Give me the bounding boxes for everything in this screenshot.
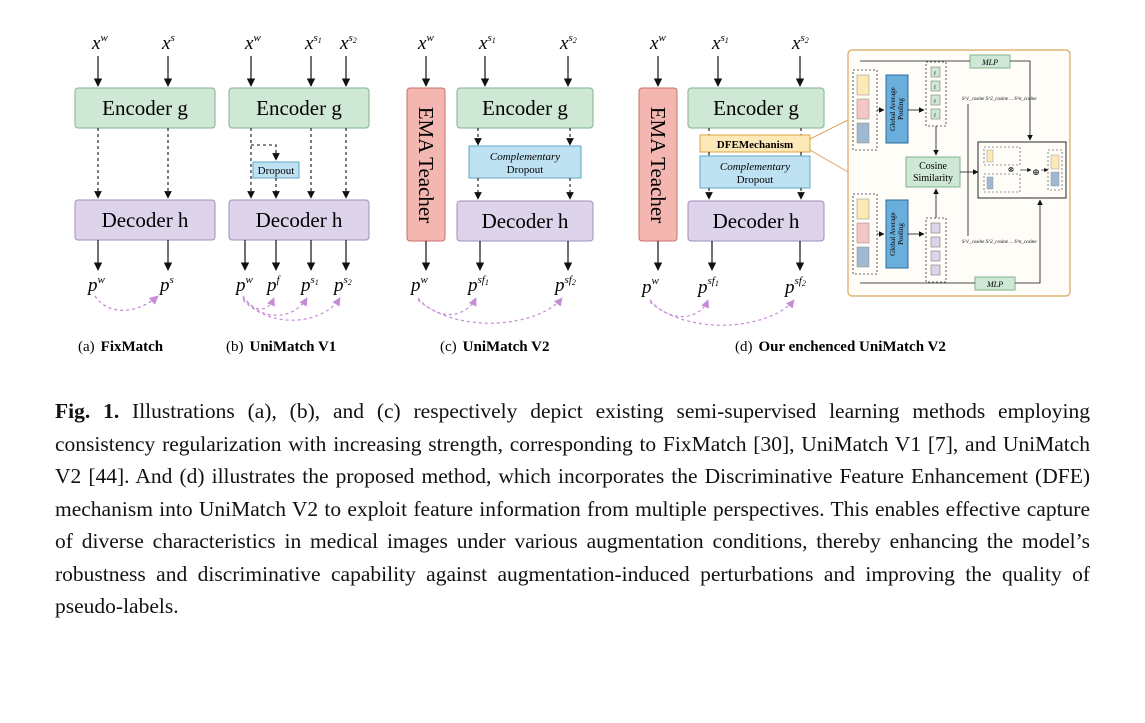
output-ps2: ps2 bbox=[332, 274, 352, 296]
pseudo-label-arrow bbox=[649, 299, 795, 326]
panel-a: xw xs Encoder g Decoder h pw ps (a)FixMa… bbox=[74, 32, 216, 355]
dfe-mechanism-label: DFEMechanism bbox=[717, 139, 793, 151]
ema-teacher-label: EMA Teacher bbox=[414, 107, 438, 224]
panel-b-caption: (b)UniMatch V1 bbox=[226, 339, 336, 355]
output-pf: pf bbox=[265, 274, 282, 296]
decoder-box bbox=[228, 199, 370, 241]
dropout-label: Dropout bbox=[258, 165, 295, 177]
cosine-label-2: Similarity bbox=[913, 173, 953, 184]
panel-b: xw xs1 xs2 Encoder g Dropout Decoder h p… bbox=[226, 32, 370, 355]
mlp-top-label: MLP bbox=[981, 58, 998, 67]
decoder-label: Decoder h bbox=[256, 208, 343, 232]
panel-c: xw xs1 xs2 EMA Teacher Encoder g Complem… bbox=[406, 32, 594, 355]
panel-a-caption: (a)FixMatch bbox=[78, 339, 164, 355]
fusion-block bbox=[977, 141, 1067, 199]
encoder-label: Encoder g bbox=[482, 96, 568, 120]
caption-text: Illustrations (a), (b), and (c) respecti… bbox=[55, 399, 1091, 618]
input-xw: xw bbox=[244, 32, 261, 54]
decoder-label: Decoder h bbox=[102, 208, 189, 232]
figure-caption: Fig. 1. Illustrations (a), (b), and (c) … bbox=[55, 395, 1090, 623]
encoder-box bbox=[687, 87, 825, 129]
complementary-dropout-box bbox=[699, 155, 811, 189]
gap-top-label-2: Pooling bbox=[897, 98, 905, 120]
product-op: ⊗ bbox=[1008, 165, 1015, 174]
output-pw: pw bbox=[234, 274, 254, 296]
gap-top-label-1: Global Average bbox=[889, 87, 897, 131]
cosine-similarity-box bbox=[905, 156, 961, 188]
decoder-label: Decoder h bbox=[713, 209, 800, 233]
decoder-label: Decoder h bbox=[482, 209, 569, 233]
dropout-label-2: Dropout bbox=[737, 174, 774, 186]
input-xw: xw bbox=[417, 32, 434, 54]
dropout-label-2: Dropout bbox=[507, 164, 544, 176]
decoder-box bbox=[687, 200, 825, 242]
encoder-box bbox=[228, 87, 370, 129]
decoder-box bbox=[456, 200, 594, 242]
figure-label: Fig. 1. bbox=[55, 399, 120, 423]
pseudo-label-arrow bbox=[242, 297, 308, 316]
input-xs: xs bbox=[161, 32, 175, 54]
encoder-label: Encoder g bbox=[102, 96, 188, 120]
gap-bottom-label-1: Global Average bbox=[889, 212, 897, 256]
sim-bottom-label: S^1_cosine S^2_cosine ... S^n_cosine bbox=[962, 240, 1037, 245]
cosine-label-1: Cosine bbox=[919, 161, 947, 172]
output-psf1: psf1 bbox=[696, 275, 719, 298]
figure-1: xw xs Encoder g Decoder h pw ps (a)FixMa… bbox=[74, 32, 1071, 355]
decoder-box bbox=[74, 199, 216, 241]
output-ps: ps bbox=[158, 274, 174, 296]
input-xs1: xs1 bbox=[304, 32, 322, 54]
vec-label: f bbox=[934, 114, 936, 119]
complementary-dropout-box bbox=[468, 145, 582, 179]
output-psf2: psf2 bbox=[553, 274, 576, 296]
pseudo-label-arrow bbox=[417, 297, 563, 324]
mlp-bottom-box bbox=[974, 276, 1016, 291]
input-xs2: xs2 bbox=[339, 32, 357, 54]
dfe-detail: MLP Global Average Pooling f f f f bbox=[847, 49, 1071, 297]
dropout-label-1: Complementary bbox=[490, 151, 560, 163]
encoder-label: Encoder g bbox=[713, 96, 799, 120]
dropout-label-1: Complementary bbox=[720, 161, 790, 173]
input-xs2: xs2 bbox=[791, 32, 809, 54]
figure-diagram: xw xs Encoder g Decoder h pw ps (a)FixMa… bbox=[74, 32, 1071, 355]
panel-d: xw xs1 xs2 EMA Teacher Encoder g DFEMech… bbox=[638, 32, 1071, 355]
mlp-bottom-label: MLP bbox=[986, 280, 1003, 289]
encoder-box bbox=[74, 87, 216, 129]
vec-label: f bbox=[934, 86, 936, 91]
panel-d-caption: (d)Our enchenced UniMatch V2 bbox=[735, 339, 946, 355]
output-pw: pw bbox=[409, 274, 429, 296]
output-psf2: psf2 bbox=[783, 275, 806, 298]
vec-label: f bbox=[934, 100, 936, 105]
output-ps1: ps1 bbox=[299, 274, 319, 296]
pseudo-label-arrow bbox=[417, 297, 477, 316]
pseudo-label-arrow bbox=[649, 299, 710, 318]
encoder-label: Encoder g bbox=[256, 96, 342, 120]
mlp-top-box bbox=[969, 54, 1011, 69]
sum-op: ⊕ bbox=[1032, 167, 1040, 177]
input-xs1: xs1 bbox=[711, 32, 729, 54]
output-pw: pw bbox=[640, 275, 660, 298]
pseudo-label-arrow bbox=[94, 295, 159, 311]
input-xw: xw bbox=[649, 32, 666, 54]
input-xs2: xs2 bbox=[559, 32, 577, 54]
pseudo-label-arrow bbox=[242, 297, 341, 321]
pseudo-label-arrow bbox=[242, 295, 275, 310]
sim-top-label: S^1_cosine S^2_cosine ... S^n_cosine bbox=[962, 97, 1037, 102]
gap-top-box bbox=[885, 74, 909, 144]
output-psf1: psf1 bbox=[466, 274, 489, 296]
ema-teacher-label: EMA Teacher bbox=[646, 107, 670, 224]
gap-bottom-label-2: Pooling bbox=[897, 223, 905, 245]
input-xs1: xs1 bbox=[478, 32, 496, 54]
encoder-box bbox=[456, 87, 594, 129]
panel-c-caption: (c)UniMatch V2 bbox=[440, 339, 549, 355]
dfe-mechanism-box bbox=[699, 134, 811, 153]
input-xw: xw bbox=[91, 32, 108, 54]
output-pw: pw bbox=[86, 274, 106, 296]
vec-label: f bbox=[934, 72, 936, 77]
